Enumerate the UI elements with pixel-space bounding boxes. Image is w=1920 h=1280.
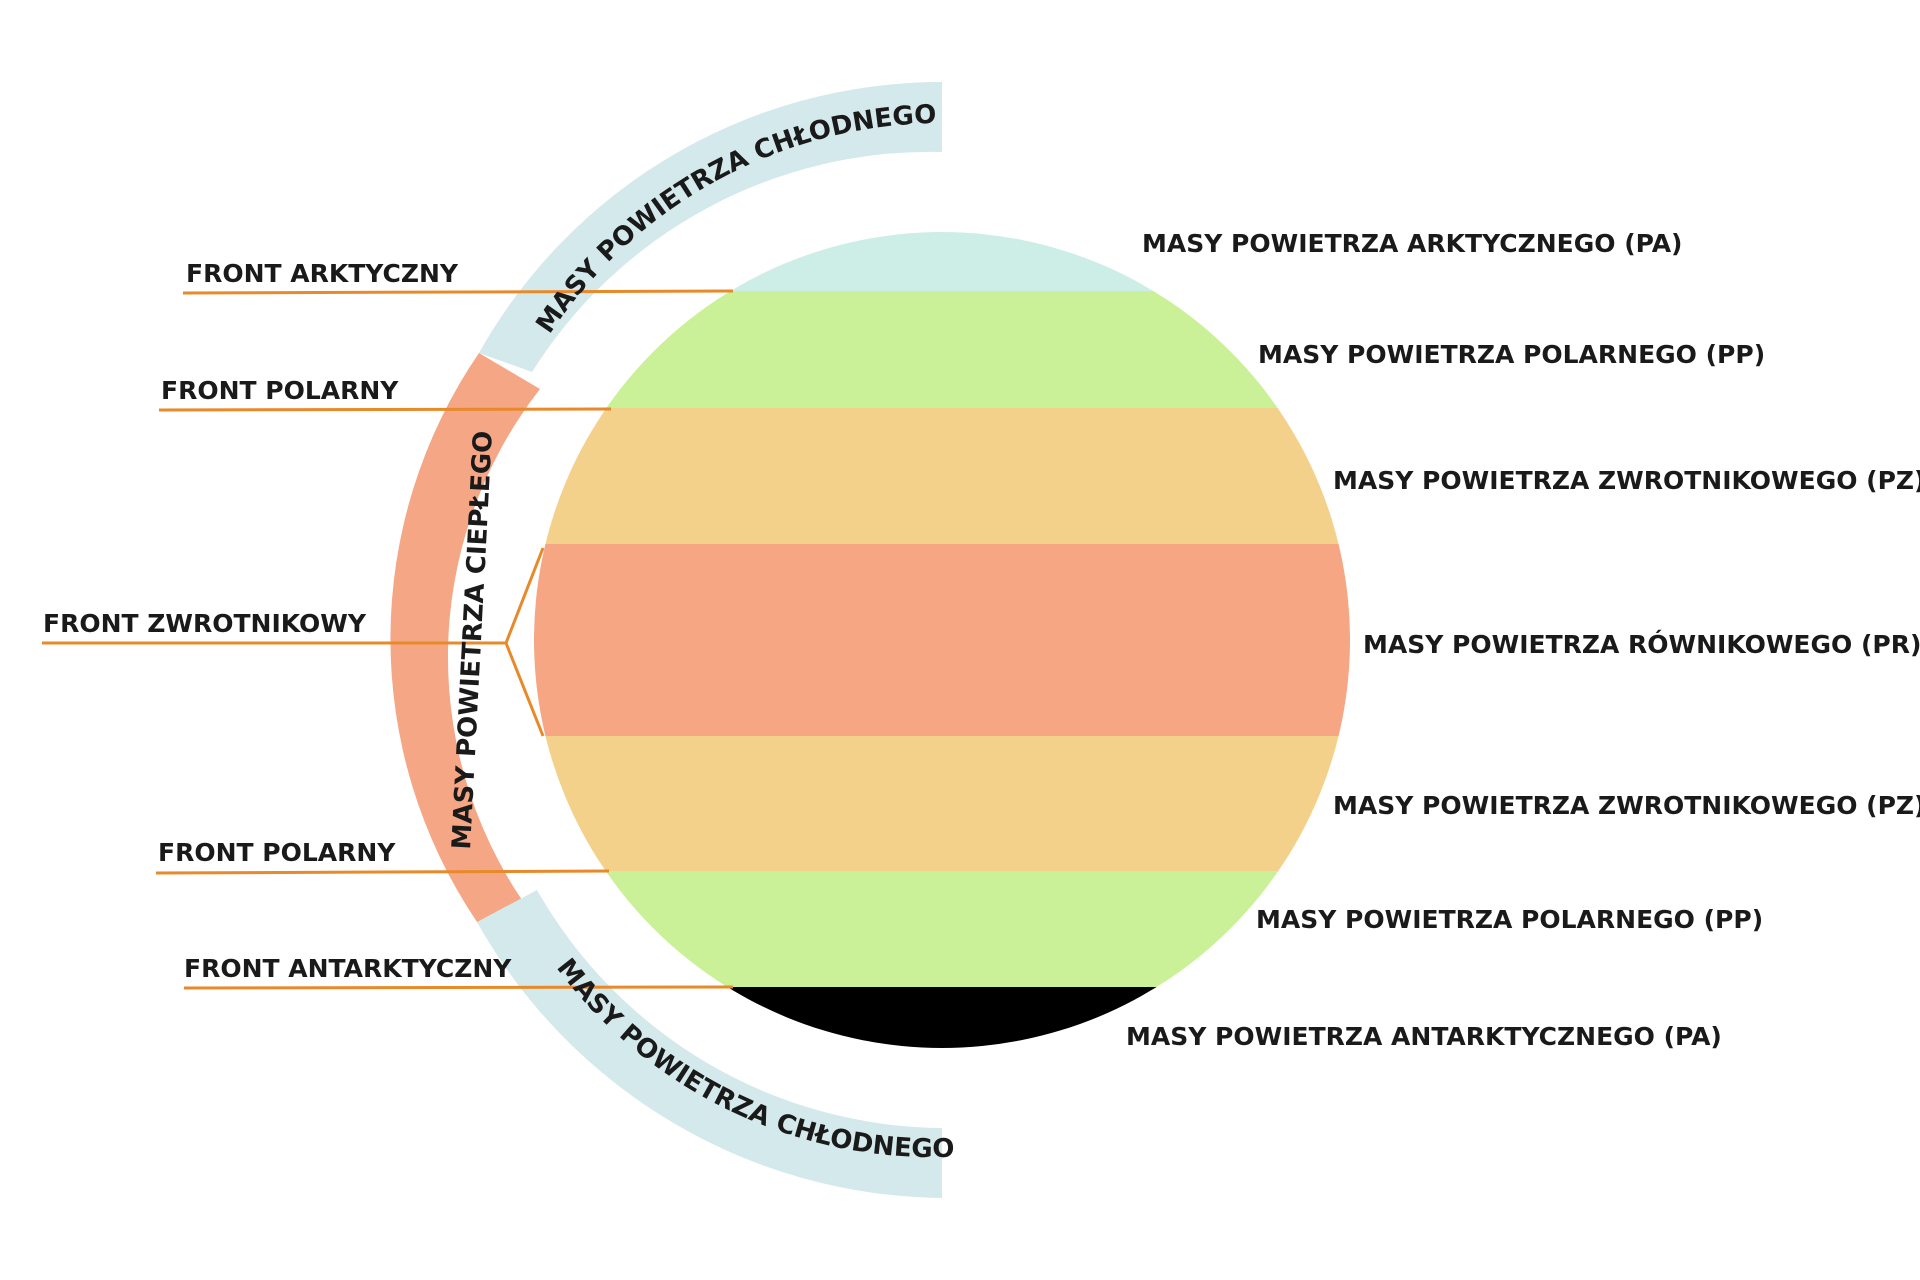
front-label-polar-south: FRONT POLARNY [158,838,396,867]
warm-arc [390,353,540,922]
band-equatorial [534,544,1350,737]
front-label-arctic: FRONT ARKTYCZNY [186,259,459,288]
front-label-tropical: FRONT ZWROTNIKOWY [43,609,367,638]
front-line-antarctic [183,985,734,990]
band-polar-north [534,291,1350,409]
front-line-polar-north [158,407,612,412]
globe [534,232,1350,1048]
front-line-arctic [182,289,734,295]
front-lines [42,289,734,990]
front-label-antarctic: FRONT ANTARKTYCZNY [184,954,512,983]
mass-label-polar-south: MASY POWIETRZA POLARNEGO (PP) [1256,905,1763,934]
band-tropical-south [534,736,1350,872]
mass-label-antarctic: MASY POWIETRZA ANTARKTYCZNEGO (PA) [1126,1022,1722,1051]
mass-label-equatorial: MASY POWIETRZA RÓWNIKOWEGO (PR) [1363,629,1920,659]
band-polar-south [534,871,1350,988]
mass-label-tropical-south: MASY POWIETRZA ZWROTNIKOWEGO (PZ) [1333,791,1920,820]
front-line-polar-south [155,869,610,875]
cold-arc-south [477,890,942,1198]
mass-label-polar-north: MASY POWIETRZA POLARNEGO (PP) [1258,340,1765,369]
front-label-polar-north: FRONT POLARNY [161,376,399,405]
cold-arc-north [479,81,942,372]
mass-label-arctic: MASY POWIETRZA ARKTYCZNEGO (PA) [1142,229,1682,258]
front-line-tropical-branch [504,642,545,737]
mass-label-tropical-north: MASY POWIETRZA ZWROTNIKOWEGO (PZ) [1333,466,1920,495]
band-tropical-north [534,408,1350,545]
